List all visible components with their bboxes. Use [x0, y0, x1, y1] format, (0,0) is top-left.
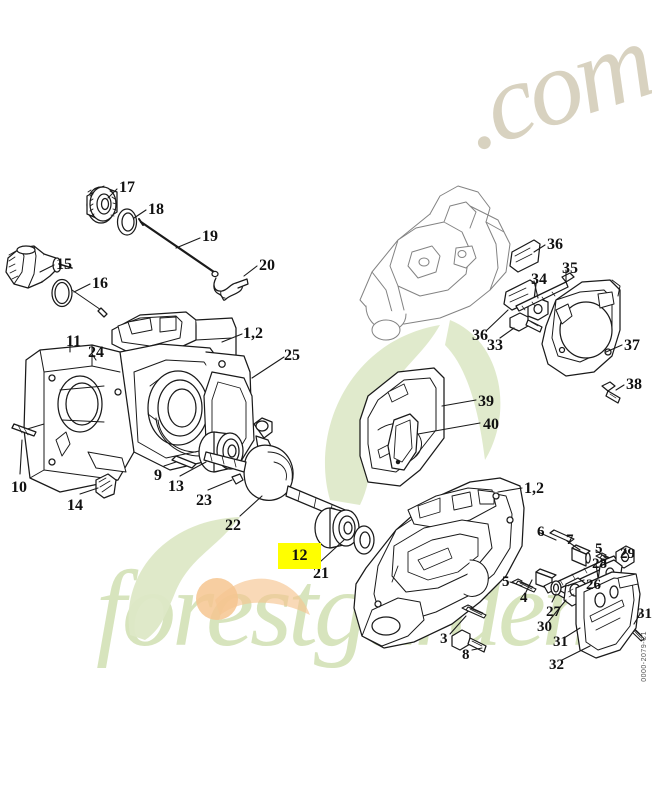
callout-13: 13: [168, 478, 184, 495]
callout-5-b: 5: [502, 574, 510, 590]
part-15-oil-pump: [6, 246, 72, 288]
callout-17: 17: [119, 179, 135, 196]
leader-lines: [20, 189, 640, 660]
callout-30: 30: [537, 619, 552, 635]
callout-28: 28: [592, 556, 607, 572]
callout-31-b: 31: [637, 606, 652, 622]
callout-14: 14: [67, 497, 83, 514]
callout-24: 24: [88, 344, 104, 361]
callout-3: 3: [440, 631, 448, 647]
callout-39: 39: [478, 393, 494, 410]
callout-15: 15: [56, 256, 72, 273]
callout-31-a: 31: [553, 634, 568, 650]
part-40-deflector: [388, 414, 418, 470]
callout-23: 23: [196, 492, 212, 509]
callout-33: 33: [487, 337, 503, 354]
callout-10: 10: [11, 479, 27, 496]
callout-1-2-left: 1,2: [243, 325, 263, 342]
callout-1-2-right: 1,2: [524, 480, 544, 497]
part-10-pin: [12, 424, 36, 436]
drawing-code: 0000-2079-C1: [641, 631, 648, 682]
callout-29: 29: [620, 546, 635, 562]
part-27-washer: [551, 581, 561, 595]
part-20-lever: [214, 278, 248, 300]
part-36-insert-upper: [510, 240, 540, 272]
part-9-dowel-pin: [172, 456, 196, 468]
callout-25: 25: [284, 347, 300, 364]
part-8-bolt: [452, 630, 486, 652]
callout-38: 38: [626, 376, 642, 393]
callout-34: 34: [531, 271, 547, 288]
callout-27: 27: [546, 604, 561, 620]
part-35-long-screw: [516, 273, 574, 311]
part-21-seal: [354, 526, 374, 554]
callout-21: 21: [313, 565, 329, 582]
callout-40: 40: [483, 416, 499, 433]
part-23-woodruff-key: [232, 474, 243, 484]
part-38-screw: [602, 382, 620, 403]
highlighted-callout-12[interactable]: 12: [278, 543, 321, 569]
callout-19: 19: [202, 228, 218, 245]
callout-36-lower: 36: [472, 327, 488, 344]
part-7-spacer: [572, 545, 590, 566]
part-12-bearing-highlighted: [315, 508, 359, 548]
callout-32: 32: [549, 657, 564, 673]
callout-18: 18: [148, 201, 164, 218]
ghost-housing-assembly: [360, 186, 510, 340]
part-14-plug: [96, 474, 116, 498]
part-17-clutch-drum: [87, 186, 117, 223]
callout-36-upper: 36: [547, 236, 563, 253]
callout-7: 7: [566, 532, 574, 548]
callout-5-a: 5: [595, 541, 603, 557]
callout-6: 6: [537, 524, 545, 540]
callout-8: 8: [462, 647, 470, 663]
callout-9: 9: [154, 467, 162, 484]
callout-35: 35: [562, 260, 578, 277]
callout-37: 37: [624, 337, 640, 354]
callout-22: 22: [225, 517, 241, 534]
part-18-washer: [118, 209, 137, 235]
part-37-sprocket-cover: [542, 280, 620, 376]
callout-20: 20: [259, 257, 275, 274]
callout-4: 4: [520, 590, 528, 606]
part-32-chain-sprocket-cover: [576, 572, 640, 658]
callout-26: 26: [586, 577, 601, 593]
part-16-o-ring: [52, 280, 107, 318]
callout-11: 11: [66, 333, 82, 350]
part-1-2-crankcase-right: [354, 478, 524, 648]
part-33-bolt: [510, 313, 542, 332]
callout-16: 16: [92, 275, 108, 292]
